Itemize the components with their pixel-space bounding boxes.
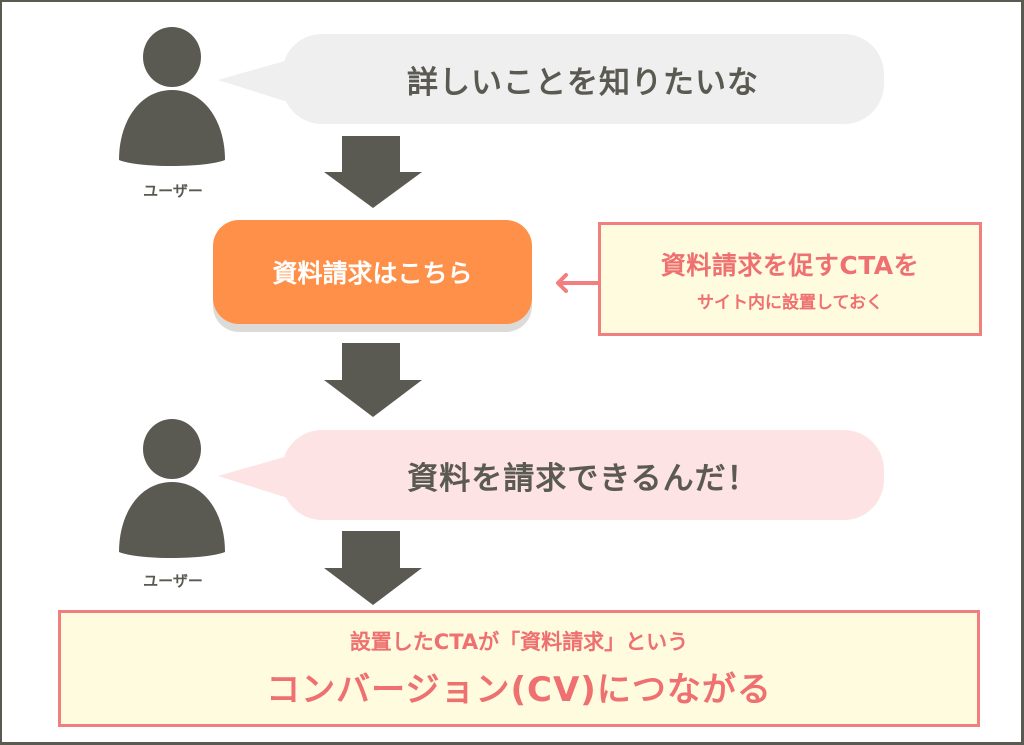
cta-note-subtitle: サイト内に設置しておく: [697, 292, 883, 313]
user-icon: [119, 419, 225, 558]
arrow-left-icon: [556, 273, 600, 293]
user-label: ユーザー: [143, 182, 203, 200]
cta-button-label: 資料請求はこちら: [272, 259, 473, 288]
result-line-2: コンバージョン(CV)につながる: [266, 670, 772, 710]
user-label: ユーザー: [143, 572, 203, 590]
speech-text-1: 詳しいことを知りたいな: [407, 64, 759, 101]
speech-text-2: 資料を請求できるんだ！: [407, 460, 759, 497]
speech-bubble-tail: [218, 60, 288, 102]
arrow-down-icon: [324, 531, 422, 605]
cta-button[interactable]: 資料請求はこちら: [213, 220, 532, 324]
speech-bubble-2: 資料を請求できるんだ！: [282, 430, 884, 520]
cta-note-box: 資料請求を促すCTAを サイト内に設置しておく: [598, 222, 982, 336]
speech-bubble-tail: [218, 456, 288, 498]
speech-bubble-1: 詳しいことを知りたいな: [282, 34, 884, 124]
result-line-1: 設置したCTAが「資料請求」という: [349, 630, 689, 654]
cta-note-title: 資料請求を促すCTAを: [660, 250, 920, 280]
arrow-down-icon: [324, 136, 422, 208]
user-icon: [119, 27, 225, 166]
conversion-result-box: 設置したCTAが「資料請求」という コンバージョン(CV)につながる: [58, 610, 980, 727]
arrow-down-icon: [324, 343, 422, 417]
